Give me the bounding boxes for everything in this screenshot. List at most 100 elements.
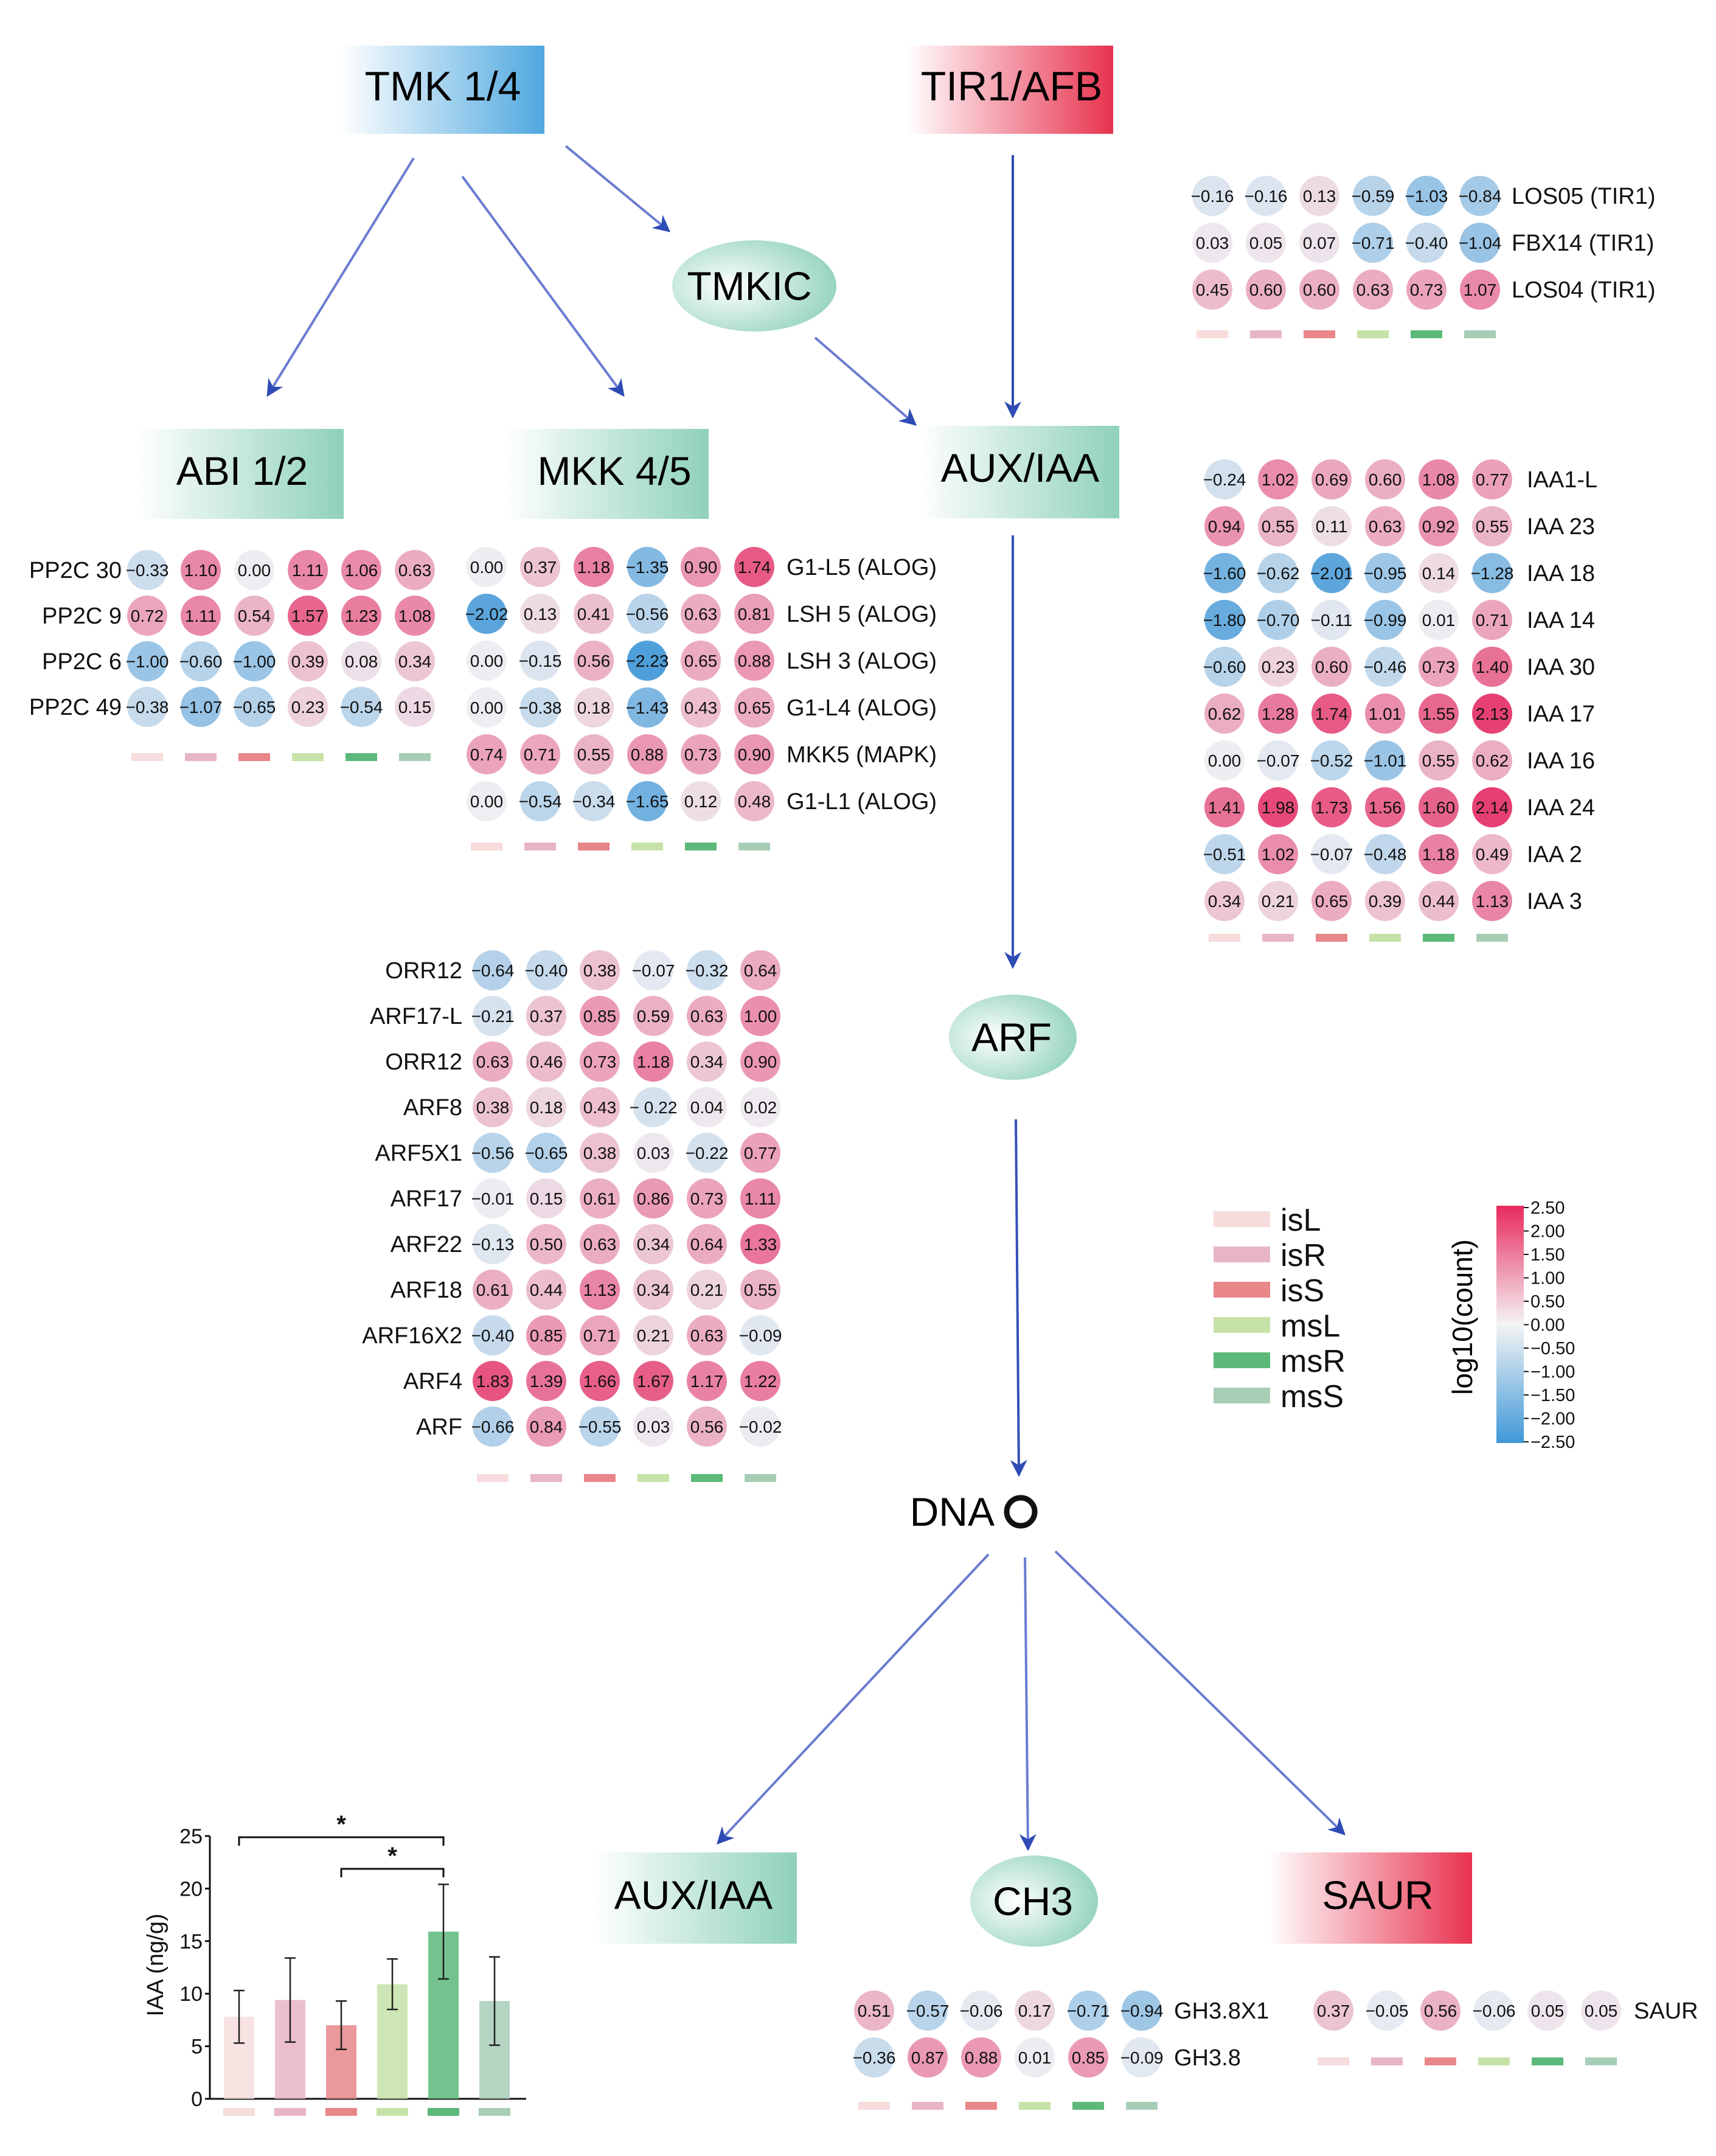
heatmap-value: 0.01 — [1018, 2048, 1052, 2067]
heatmap-value: 0.00 — [470, 558, 504, 577]
legend-label: isR — [1280, 1238, 1326, 1273]
heatmap-cell — [520, 547, 560, 587]
heatmap-value: 0.00 — [238, 561, 271, 580]
heatmap-value: −1.35 — [626, 558, 669, 577]
heatmap-value: 0.03 — [637, 1417, 670, 1436]
heatmap-cell — [341, 641, 381, 681]
chart-category-swatch — [428, 2108, 459, 2116]
heatmap-cell — [1311, 647, 1352, 687]
heatmap-value: 1.39 — [530, 1372, 563, 1391]
heatmap-cell — [526, 1133, 566, 1173]
heatmap-row-label: ARF22 — [391, 1232, 462, 1257]
arrow-dna-to-auxiaa — [717, 1553, 990, 1845]
colorbar-tick-label: 0.00 — [1530, 1316, 1565, 1335]
heatmap-cell — [127, 687, 167, 727]
heatmap-cell — [1406, 176, 1447, 216]
heatmap-cell — [526, 1041, 566, 1082]
arrow-dna-to-saur — [1054, 1550, 1346, 1835]
heatmap-value: 1.11 — [745, 1189, 776, 1208]
chart-category-swatch — [223, 2108, 255, 2116]
heatmap-value: 0.13 — [1303, 187, 1336, 206]
heatmap-cell — [687, 1224, 727, 1264]
heatmap-row-label: G1-L1 (ALOG) — [787, 789, 937, 815]
heatmap-value: 0.73 — [690, 1189, 724, 1208]
heatmap-value: 0.15 — [530, 1189, 563, 1208]
chart-category-swatch — [325, 2108, 357, 2116]
heatmap-cell — [1365, 834, 1405, 874]
heatmap-value: −0.71 — [1352, 234, 1395, 252]
heatmap-value: 0.44 — [530, 1281, 563, 1299]
heatmap-cell — [1204, 740, 1245, 781]
heatmap-cell — [181, 550, 221, 590]
heatmap-cell — [1204, 506, 1245, 546]
heatmap-cell — [1192, 223, 1232, 263]
heatmap-row-label: PP2C 49 — [29, 695, 122, 720]
heatmap-cell — [740, 1315, 780, 1355]
heatmap-row-label: G1-L5 (ALOG) — [787, 555, 937, 580]
heatmap-value: 1.67 — [637, 1372, 670, 1391]
heatmap-cell — [288, 641, 328, 681]
heatmap-value: 1.74 — [1315, 704, 1349, 723]
node-abi: ABI 1/2 — [137, 429, 344, 519]
heatmap-value: 0.94 — [1208, 517, 1242, 536]
heatmap-cell — [1419, 694, 1459, 734]
heatmap-cell — [1365, 459, 1405, 499]
heatmap-value: −0.51 — [1203, 845, 1246, 864]
heatmap-value: 0.00 — [470, 698, 504, 717]
heatmap-value: 0.65 — [684, 652, 718, 670]
heatmap-value: 0.15 — [398, 698, 432, 717]
heatmap-cell — [1472, 459, 1512, 499]
heatmap-row-label: IAA 16 — [1527, 748, 1595, 774]
pathway-arrows — [266, 145, 1346, 1851]
heatmap-value: 0.62 — [1476, 751, 1509, 770]
heatmap-cell — [681, 594, 721, 634]
heatmap-cell — [633, 1087, 673, 1127]
heatmap-value: 0.63 — [684, 605, 718, 624]
heatmap-value: 0.39 — [291, 652, 325, 671]
heatmap-cell — [1258, 647, 1298, 687]
heatmap-value: 0.45 — [1196, 280, 1229, 299]
sample-strip-swatch — [1318, 2057, 1349, 2065]
heatmap-value: −0.07 — [1310, 845, 1353, 864]
heatmap-value: 0.72 — [131, 607, 164, 625]
heatmap-value: 0.37 — [1317, 2001, 1350, 2020]
heatmap-cell — [734, 547, 774, 587]
heatmap-cell — [467, 687, 507, 728]
heatmap-value: 0.56 — [690, 1417, 724, 1436]
node-dna: DNA — [910, 1489, 1038, 1534]
heatmap-value: −0.32 — [686, 961, 729, 980]
heatmap-cell — [520, 641, 560, 681]
heatmap-cell — [580, 1178, 620, 1219]
heatmap-value: 1.17 — [690, 1372, 724, 1391]
heatmap-cell — [526, 1087, 566, 1127]
sample-strip-swatch — [1316, 934, 1347, 942]
node-tmkic: TMKIC — [672, 240, 836, 332]
heatmap-cell — [1311, 506, 1352, 546]
heatmap-value: 0.00 — [470, 792, 504, 811]
heatmap-value: −1.60 — [1203, 564, 1246, 583]
colorbar-tick-label: −2.50 — [1530, 1433, 1575, 1452]
heatmap-value: −0.66 — [471, 1417, 515, 1436]
heatmap-value: 0.64 — [690, 1235, 724, 1254]
heatmap-value: 1.28 — [1262, 704, 1295, 723]
heatmap-value: 1.11 — [292, 561, 324, 580]
heatmap-cell — [1472, 881, 1512, 921]
heatmap-row-label: ARF8 — [403, 1095, 462, 1121]
heatmap-row-label: IAA 2 — [1527, 842, 1582, 868]
heatmap-cell — [580, 950, 620, 990]
chart-significance-bracket — [238, 1836, 445, 1846]
heatmap-cell — [633, 1133, 673, 1173]
heatmap-value: −0.13 — [471, 1235, 515, 1254]
heatmap-value: −0.46 — [1364, 658, 1407, 676]
heatmap-cell — [1015, 2037, 1055, 2078]
heatmap-value: 0.77 — [1476, 470, 1509, 489]
heatmap-cell — [740, 1133, 780, 1173]
heatmap-cell — [1258, 506, 1298, 546]
heatmap-cell — [1527, 1991, 1568, 2031]
heatmap-value: −0.54 — [340, 698, 383, 717]
heatmap-cell — [1353, 223, 1393, 263]
heatmap-value: 1.98 — [1262, 798, 1295, 817]
heatmap-value: −2.02 — [465, 605, 509, 624]
